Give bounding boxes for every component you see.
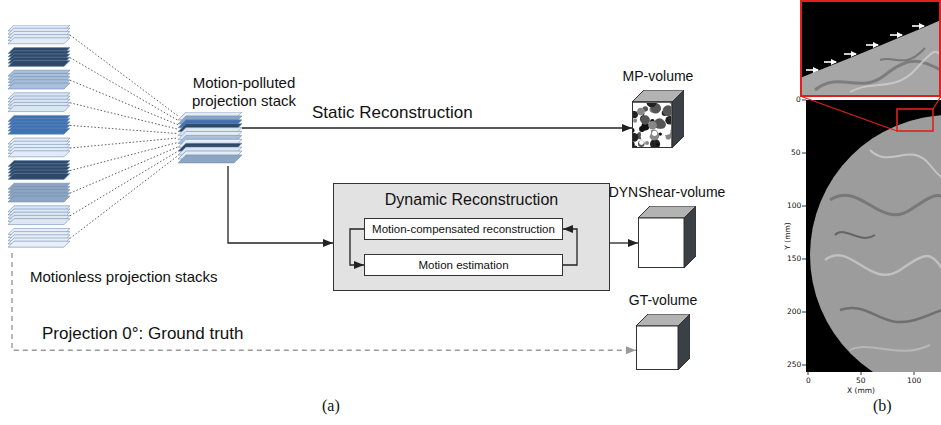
- dotted-line: [70, 142, 178, 170]
- tick-label: 0: [806, 376, 811, 386]
- zoom-leader: [933, 96, 941, 109]
- volume-label: DYNShear-volume: [609, 184, 726, 201]
- dotted-line: [70, 58, 178, 121]
- tick-label: 0: [796, 95, 801, 105]
- cube-side: [684, 206, 696, 268]
- projection-plate: [8, 128, 70, 134]
- volume-label: GT-volume: [629, 292, 697, 309]
- projection-plate: [178, 155, 242, 163]
- connector-arrow: [12, 253, 636, 350]
- noise-texture: [633, 103, 671, 147]
- zoom-inset: [800, 0, 941, 96]
- box-label: Motion estimation: [418, 258, 508, 272]
- panel-caption: (a): [322, 396, 340, 416]
- axis-title: X (mm): [847, 386, 875, 396]
- tick-label: 250: [787, 360, 801, 370]
- dotted-line: [70, 156, 178, 239]
- axis-title: Y (mm): [783, 222, 793, 249]
- connector-arrow: [242, 127, 632, 128]
- cube-side: [672, 90, 684, 148]
- dotted-line: [70, 125, 178, 133]
- projection-plate: [8, 106, 70, 112]
- projection-plate: [8, 151, 70, 157]
- stack-illustration: [8, 25, 70, 253]
- cube-illustration: [636, 314, 690, 370]
- zoom-region: [897, 109, 933, 131]
- tick-label: 100: [787, 201, 801, 211]
- process-box: Motion estimation: [364, 254, 563, 276]
- projection-plate: [8, 196, 70, 202]
- cube-illustration: [632, 90, 684, 148]
- stack-label: Motionless projection stacks: [30, 268, 218, 286]
- connector-arrow: [563, 229, 577, 265]
- stack-label: Motion-polluted projection stack: [174, 74, 314, 110]
- projection-plate: [8, 83, 70, 89]
- stack-illustration: [178, 112, 242, 166]
- tick-label: 50: [791, 148, 801, 158]
- cube-front-border: [633, 102, 673, 148]
- connector-arrow: [610, 242, 638, 243]
- dotted-line: [70, 35, 178, 116]
- process-group: Dynamic ReconstructionMotion-compensated…: [333, 183, 610, 291]
- box-label: Motion-compensated reconstruction: [372, 222, 555, 236]
- tick-label: 150: [787, 254, 801, 264]
- process-box: Motion-compensated reconstruction: [364, 218, 563, 240]
- dotted-line: [70, 147, 178, 193]
- volume-cube: MP-volume: [632, 90, 684, 148]
- dotted-line: [70, 151, 178, 216]
- cube-side: [678, 314, 690, 370]
- projection-plate: [8, 38, 70, 44]
- tick-label: 200: [787, 307, 801, 317]
- volume-cube: GT-volume: [636, 314, 690, 370]
- axis-ticks: [802, 100, 914, 375]
- projection-plate: [8, 173, 70, 179]
- projection-stacks: Motionless projection stacks: [8, 25, 70, 253]
- inset-frame: [801, 1, 940, 96]
- slice-image: [806, 100, 941, 372]
- projection-plate: [8, 219, 70, 225]
- panel-caption: (b): [873, 396, 892, 416]
- cube-front: [639, 218, 685, 268]
- tick-label: 50: [856, 376, 866, 386]
- cube-illustration: [638, 206, 696, 268]
- dotted-fan: [70, 35, 178, 238]
- edge-label: Projection 0°: Ground truth: [40, 324, 245, 344]
- group-heading: Dynamic Reconstruction: [334, 190, 609, 209]
- projection-plate: [8, 241, 70, 247]
- dotted-line: [70, 80, 178, 125]
- dotted-line: [70, 103, 178, 129]
- polluted-stack: Motion-polluted projection stack: [178, 112, 242, 166]
- cube-front: [637, 326, 679, 370]
- volume-label: MP-volume: [623, 68, 694, 85]
- edge-label: Static Reconstruction: [310, 103, 475, 123]
- volume-cube: DYNShear-volume: [638, 206, 696, 268]
- zoom-leader: [800, 96, 897, 131]
- connector-arrow: [350, 229, 364, 265]
- tick-label: 100: [907, 376, 921, 386]
- projection-plate: [8, 60, 70, 66]
- connector-arrow: [228, 166, 333, 243]
